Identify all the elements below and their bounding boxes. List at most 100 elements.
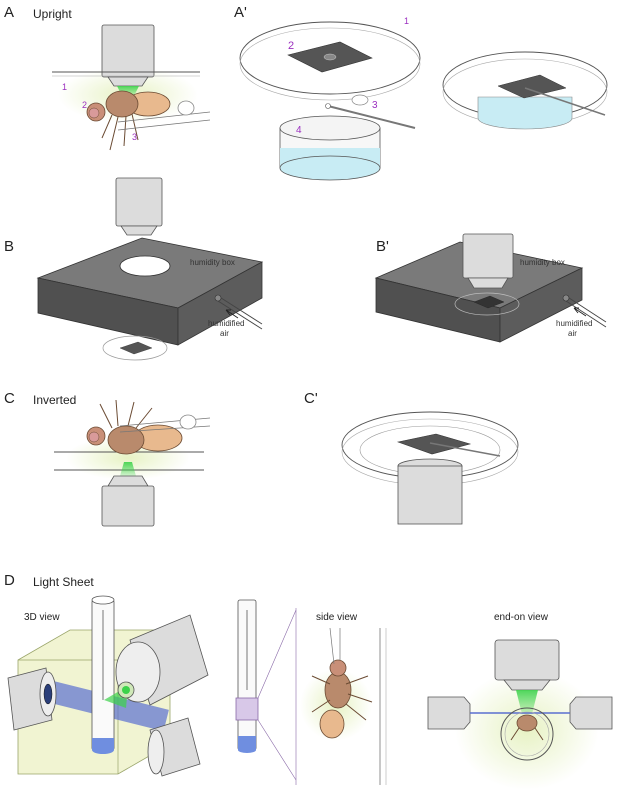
fly-abdomen xyxy=(319,709,345,739)
humidified-label: humidified xyxy=(556,319,593,328)
detection-objective-core xyxy=(122,686,130,694)
label-number-1: 1 xyxy=(404,16,410,26)
panel-c-prime-letter: C' xyxy=(304,390,318,407)
air-inlet xyxy=(214,294,222,302)
humidity-box-side xyxy=(177,261,263,346)
fly-end-on xyxy=(516,714,538,732)
petri-dish-lid-inner xyxy=(239,27,421,101)
air-label: air xyxy=(568,329,577,338)
panel-b-letter: B xyxy=(4,238,15,255)
holder-tip xyxy=(325,103,331,109)
right-objective-end xyxy=(569,696,613,730)
humidity-box-label: humidity box xyxy=(190,258,235,267)
fly-end-legs xyxy=(510,727,544,741)
label-number-3: 3 xyxy=(132,132,138,142)
air-arrow xyxy=(225,309,239,319)
water-dish-top xyxy=(279,115,381,141)
air-label: air xyxy=(220,329,229,338)
objective-body xyxy=(101,24,155,78)
panel-a-title: Upright xyxy=(33,7,72,21)
humidified-label: humidified xyxy=(208,319,245,328)
side-view-label: side view xyxy=(316,612,358,623)
label-number-4: 4 xyxy=(296,125,302,136)
fly-thorax xyxy=(324,671,352,709)
inner-foil xyxy=(473,295,505,309)
panel-d-title: Light Sheet xyxy=(33,575,94,589)
panel-c-letter: C xyxy=(4,390,15,407)
wax-blob xyxy=(351,94,369,106)
objective-body xyxy=(462,233,514,279)
assembled-water xyxy=(477,96,573,130)
objective-body xyxy=(115,177,163,227)
tube-cross-section-inner xyxy=(504,711,550,757)
holder-threads xyxy=(329,627,341,665)
box-window xyxy=(119,255,171,277)
fly-eye xyxy=(88,107,100,119)
holder-rod xyxy=(117,111,211,131)
light-cone xyxy=(120,462,136,476)
tube-cross-section xyxy=(500,707,554,761)
panel-a-upright xyxy=(52,24,211,151)
label-number-3: 3 xyxy=(372,100,378,111)
panel-b-prime xyxy=(374,233,607,343)
panel-c-title: Inverted xyxy=(33,393,77,407)
objective-tip xyxy=(107,475,149,487)
fly-eye xyxy=(88,431,100,443)
3d-view-label: 3D view xyxy=(24,612,60,623)
wax-dot xyxy=(177,100,195,116)
panel-a-prime xyxy=(239,21,608,181)
panel-c-prime xyxy=(341,411,519,525)
objective-body xyxy=(397,465,463,525)
fly-legs xyxy=(101,113,139,151)
tube-top xyxy=(91,595,115,605)
dish-foil xyxy=(119,341,153,355)
air-tube xyxy=(565,295,607,328)
fly-thorax xyxy=(105,90,139,118)
label-number-2: 2 xyxy=(82,100,88,110)
zoom-box xyxy=(235,697,259,721)
assembled-stick xyxy=(524,87,606,116)
inner-dish xyxy=(454,292,520,316)
objective-tip xyxy=(467,277,509,289)
objective-tip xyxy=(120,225,158,236)
panel-d-letter: D xyxy=(4,572,15,589)
panel-a-letter: A xyxy=(4,4,15,21)
label-number-2: 2 xyxy=(288,40,295,52)
humidity-box-side xyxy=(499,267,583,343)
fly-legs xyxy=(311,675,373,721)
zoom-lines xyxy=(257,609,297,781)
air-inlet xyxy=(562,294,570,302)
fly-thorax xyxy=(107,425,145,455)
fly-legs xyxy=(99,399,153,429)
holder-stick xyxy=(429,442,501,457)
top-objective-tip xyxy=(503,679,551,691)
assembled-foil xyxy=(497,74,567,99)
left-objective-lens xyxy=(43,683,53,705)
panel-b-prime-letter: B' xyxy=(376,238,389,255)
label-number-1: 1 xyxy=(62,82,68,92)
green-beam xyxy=(516,690,538,714)
side-tube-water xyxy=(238,736,256,753)
wax-dot xyxy=(179,414,197,430)
holder-stick xyxy=(327,105,416,129)
top-objective-body xyxy=(494,639,560,681)
end-on-view-label: end-on view xyxy=(494,612,548,623)
petri-dish-lid xyxy=(239,21,421,95)
foil-hole xyxy=(323,53,337,61)
fly-head xyxy=(329,659,347,677)
air-tube xyxy=(217,295,263,330)
left-objective-end xyxy=(427,696,471,730)
right-objective-face xyxy=(147,729,165,775)
dish-below-box xyxy=(102,335,168,361)
panel-d-light-sheet xyxy=(7,595,613,790)
tube-water xyxy=(92,738,114,754)
water-dish-bottom xyxy=(279,155,381,181)
panel-b xyxy=(36,177,264,361)
panel-a-prime-letter: A' xyxy=(234,4,247,21)
humidity-box-label: humidity box xyxy=(520,258,565,267)
panel-c-inverted xyxy=(54,399,211,527)
objective-tip xyxy=(107,76,149,87)
air-arrow xyxy=(573,307,587,317)
objective-body xyxy=(101,485,155,527)
